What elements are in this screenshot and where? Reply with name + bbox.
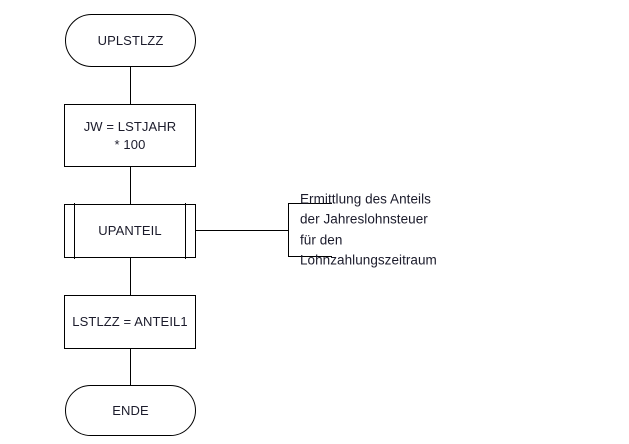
node-label-upanteil: UPANTEIL [98, 223, 162, 239]
node-label-assign-jw: JW = LSTJAHR * 100 [83, 119, 177, 152]
node-label-end: ENDE [112, 402, 149, 418]
node-label-start: UPLSTLZZ [97, 32, 164, 48]
node-predefined-process-upanteil[interactable]: UPANTEIL [64, 203, 196, 259]
node-process-assign-lstlzz[interactable]: LSTLZZ = ANTEIL1 [64, 295, 196, 349]
connector-upanteil-to-annotation [196, 230, 289, 231]
node-process-assign-jw[interactable]: JW = LSTJAHR * 100 [64, 104, 196, 167]
annotation-text: Ermittlung des Anteils der Jahreslohnste… [300, 191, 437, 268]
annotation-bracket: Ermittlung des Anteils der Jahreslohnste… [288, 192, 437, 267]
annotation-bracket-spine [288, 203, 289, 257]
predefined-process-right-rule [185, 203, 186, 259]
annotation-bracket-arm-top [288, 203, 332, 204]
connector-upanteil-to-assign-lstlzz [130, 258, 131, 296]
annotation-bracket-arm-bottom [288, 256, 332, 257]
connector-assign-lstlzz-to-end [130, 349, 131, 386]
predefined-process-left-rule [74, 203, 75, 259]
node-terminator-end[interactable]: ENDE [65, 385, 196, 436]
node-terminator-start[interactable]: UPLSTLZZ [65, 14, 196, 67]
node-label-assign-lstlzz: LSTLZZ = ANTEIL1 [72, 314, 188, 330]
connector-start-to-assign-jw [130, 66, 131, 105]
connector-assign-jw-to-upanteil [130, 167, 131, 205]
